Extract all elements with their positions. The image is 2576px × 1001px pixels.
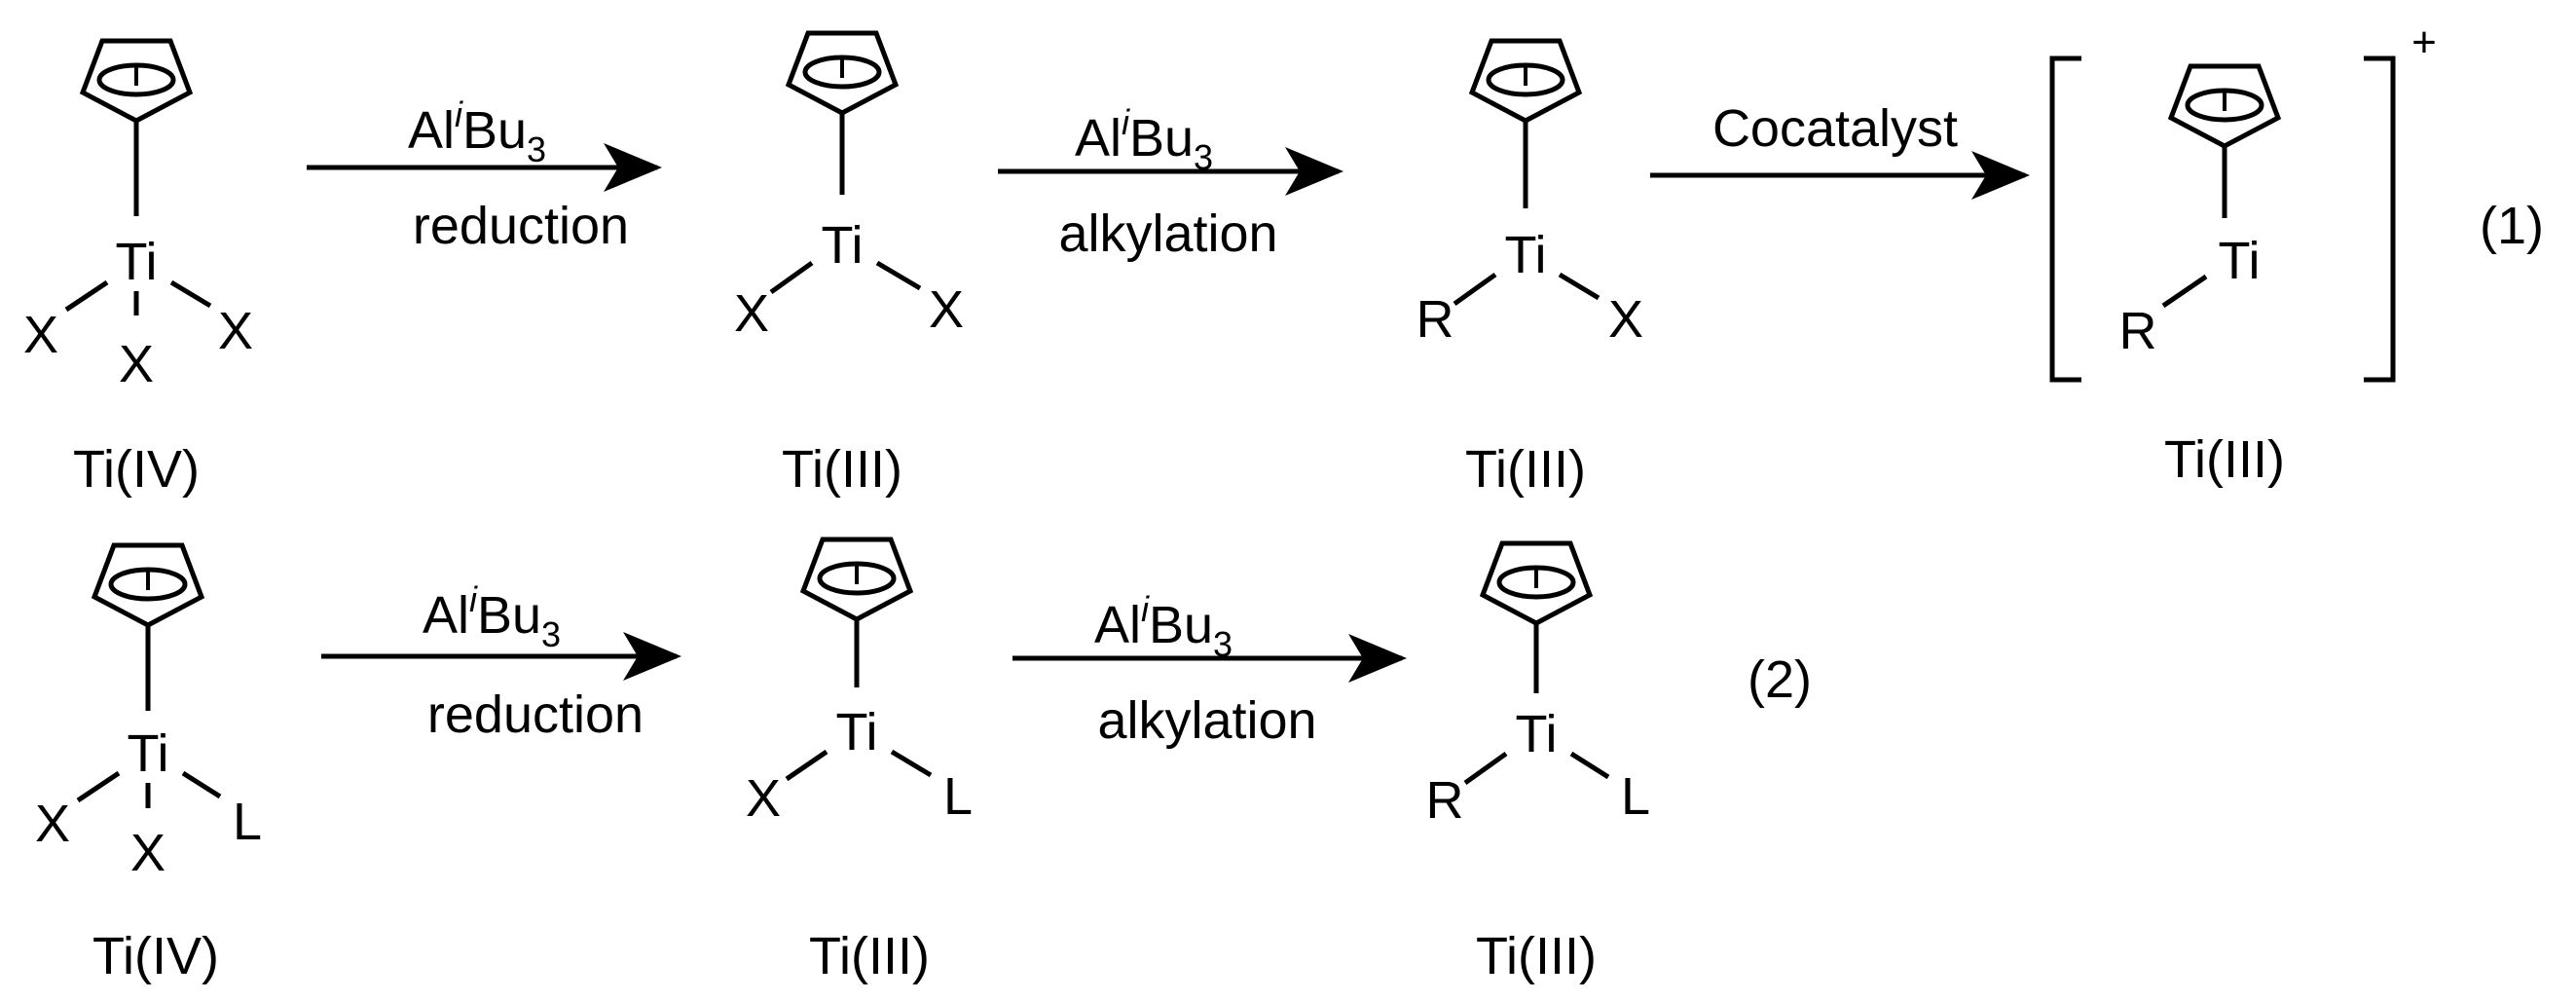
ti-ligand-bond — [1453, 272, 1497, 307]
ti-ligand-bond — [1569, 751, 1610, 780]
ligand-atom: X — [23, 306, 58, 364]
ligand-atom: X — [929, 280, 964, 339]
oxidation-state-label: Ti(III) — [2164, 430, 2285, 489]
left-bracket — [2049, 56, 2081, 383]
metal-atom: Ti — [1505, 226, 1547, 284]
metal-atom: Ti — [116, 233, 158, 291]
arrow-condition-label: Cocatalyst — [1712, 99, 1958, 158]
ti-ligand-bond — [890, 749, 933, 778]
species-2-2: Ti X L Ti(III) — [746, 539, 973, 985]
right-bracket — [2364, 56, 2396, 383]
equation-number: (1) — [2480, 197, 2544, 255]
ligand-atom: X — [130, 824, 166, 882]
ti-ligand-bond — [76, 770, 121, 803]
arrow-condition-label: reduction — [413, 197, 629, 255]
cyclopentadienyl-ring-icon — [83, 41, 190, 121]
ligand-atom: R — [1417, 290, 1454, 349]
species-1-2: Ti X X Ti(III) — [734, 33, 964, 499]
oxidation-state-label: Ti(IV) — [92, 927, 219, 985]
oxidation-state-label: Ti(III) — [782, 440, 902, 499]
arrow-2-1: AliBu3 reduction — [321, 579, 681, 744]
reagent-label: AliBu3 — [408, 94, 546, 169]
ti-ligand-bond — [2161, 274, 2208, 309]
ligand-atom: R — [2119, 302, 2157, 360]
metal-atom: Ti — [836, 703, 878, 761]
ti-ligand-bond — [785, 749, 828, 782]
species-1-3: Ti R X Ti(III) — [1417, 41, 1643, 499]
reagent-label: AliBu3 — [1094, 589, 1233, 664]
arrow-condition-label: alkylation — [1097, 691, 1316, 750]
arrow-1-2: AliBu3 alkylation — [998, 102, 1343, 263]
ti-ligand-bond — [769, 260, 814, 295]
equation-2: Ti X X L Ti(IV) AliBu3 reduction Ti X L … — [35, 539, 1812, 985]
ti-ligand-bond — [875, 260, 922, 291]
oxidation-state-label: Ti(III) — [1476, 927, 1597, 985]
ligand-atom: R — [1426, 771, 1464, 830]
cyclopentadienyl-ring-icon — [1483, 543, 1590, 623]
cyclopentadienyl-ring-icon — [803, 539, 910, 619]
metal-atom: Ti — [128, 724, 169, 783]
arrow-1-1: AliBu3 reduction — [307, 94, 662, 255]
arrow-2-2: AliBu3 alkylation — [1012, 589, 1407, 750]
arrow-condition-label: alkylation — [1058, 204, 1277, 263]
ligand-atom: X — [746, 769, 781, 828]
arrow-condition-label: reduction — [427, 686, 644, 744]
ligand-atom: L — [943, 767, 973, 826]
ligand-atom: L — [1621, 767, 1650, 826]
cyclopentadienyl-ring-icon — [1472, 41, 1579, 121]
oxidation-state-label: Ti(III) — [1465, 440, 1586, 499]
ti-ligand-bond — [181, 770, 222, 799]
equation-1: Ti X X X Ti(IV) AliBu3 reduction Ti X X … — [23, 19, 2544, 499]
ti-ligand-bond — [169, 279, 212, 309]
arrow-1-3: Cocatalyst — [1650, 99, 2030, 200]
ti-ligand-bond — [1463, 751, 1508, 786]
equation-number: (2) — [1748, 650, 1812, 709]
ligand-atom: X — [734, 284, 769, 343]
reagent-label: AliBu3 — [423, 579, 561, 654]
species-2-1: Ti X X L Ti(IV) — [35, 545, 262, 985]
species-1-1: Ti X X X Ti(IV) — [23, 41, 253, 499]
oxidation-state-label: Ti(IV) — [73, 440, 200, 499]
ligand-atom: X — [119, 335, 154, 393]
metal-atom: Ti — [2219, 232, 2261, 290]
oxidation-state-label: Ti(III) — [809, 927, 930, 985]
ligand-atom: X — [35, 795, 70, 853]
ti-ligand-bond — [64, 279, 109, 313]
metal-atom: Ti — [1516, 705, 1558, 763]
ligand-atom: X — [218, 302, 253, 360]
metal-atom: Ti — [822, 216, 864, 275]
ligand-atom: L — [233, 793, 262, 851]
cyclopentadienyl-ring-icon — [2171, 66, 2278, 146]
species-1-4: + Ti R Ti(III) — [2049, 19, 2437, 489]
ti-ligand-bond — [1558, 272, 1601, 301]
cyclopentadienyl-ring-icon — [94, 545, 202, 625]
charge-label: + — [2411, 19, 2437, 66]
reagent-label: AliBu3 — [1075, 102, 1213, 177]
ligand-atom: X — [1608, 290, 1643, 349]
cyclopentadienyl-ring-icon — [789, 33, 896, 113]
species-2-3: Ti R L Ti(III) — [1426, 543, 1650, 985]
